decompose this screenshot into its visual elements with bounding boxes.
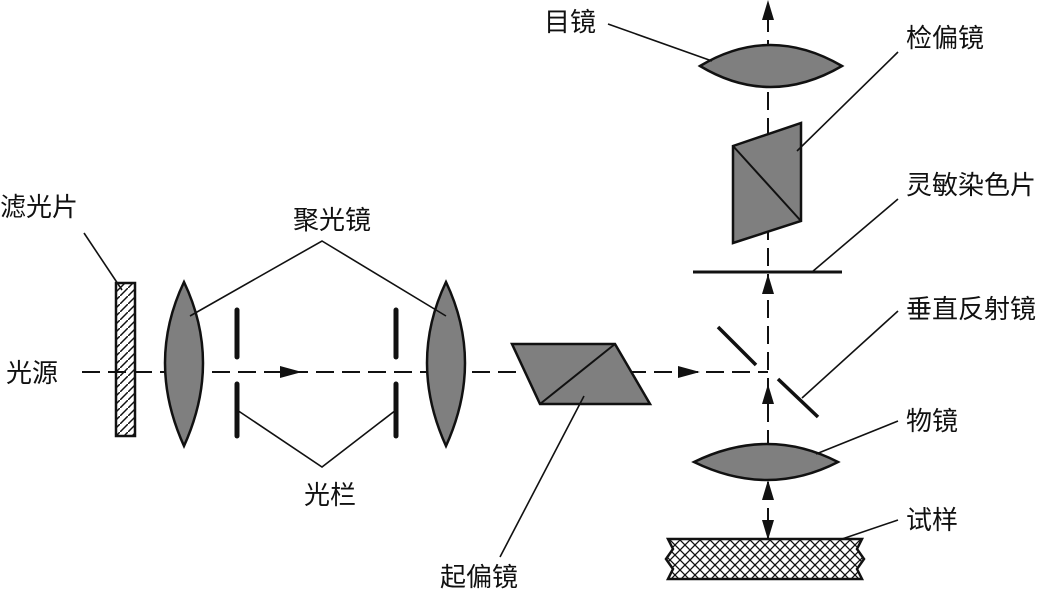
label-analyzer: 检偏镜 [906, 24, 984, 54]
label-light-source: 光源 [6, 359, 58, 389]
label-condenser: 聚光镜 [293, 206, 371, 236]
reflector-lower [776, 377, 820, 419]
beam-arrow-top [762, 0, 774, 20]
condenser-lens-right [425, 279, 467, 450]
beam-arrow-bottom-up [762, 480, 774, 500]
label-sensitive-tint-plate: 灵敏染色片 [906, 171, 1036, 201]
polarizer-prism [510, 342, 653, 406]
beam-arrow-mid [762, 274, 774, 294]
beam-arrow-lower [762, 384, 774, 404]
beam-arrow-1 [280, 366, 302, 378]
label-diaphragm: 光栏 [304, 481, 356, 511]
specimen-block [664, 537, 866, 581]
label-specimen: 试样 [906, 506, 958, 536]
label-filter: 滤光片 [0, 193, 78, 223]
leader-eyepiece [607, 23, 713, 62]
label-eyepiece: 目镜 [544, 8, 596, 38]
objective-lens [691, 442, 841, 482]
label-vertical-reflector: 垂直反射镜 [906, 295, 1036, 325]
eyepiece-lens [697, 43, 845, 89]
filter-plate [114, 281, 137, 438]
beam-arrow-bottom-down [762, 520, 774, 540]
leader-objective [815, 420, 899, 455]
analyzer-prism [731, 121, 803, 245]
leader-polarizer [499, 395, 585, 558]
condenser-lens-left [163, 279, 205, 450]
leader-diaphragm [236, 409, 397, 468]
label-objective: 物镜 [906, 407, 958, 437]
leader-tint-plate [811, 198, 899, 273]
leader-reflector [801, 310, 899, 399]
leader-specimen [841, 519, 899, 540]
reflector-upper [716, 325, 758, 367]
leader-filter [83, 232, 123, 291]
beam-arrow-2 [678, 366, 700, 378]
leader-condenser [189, 240, 447, 317]
leader-analyzer [796, 51, 899, 152]
label-polarizer: 起偏镜 [440, 563, 518, 593]
